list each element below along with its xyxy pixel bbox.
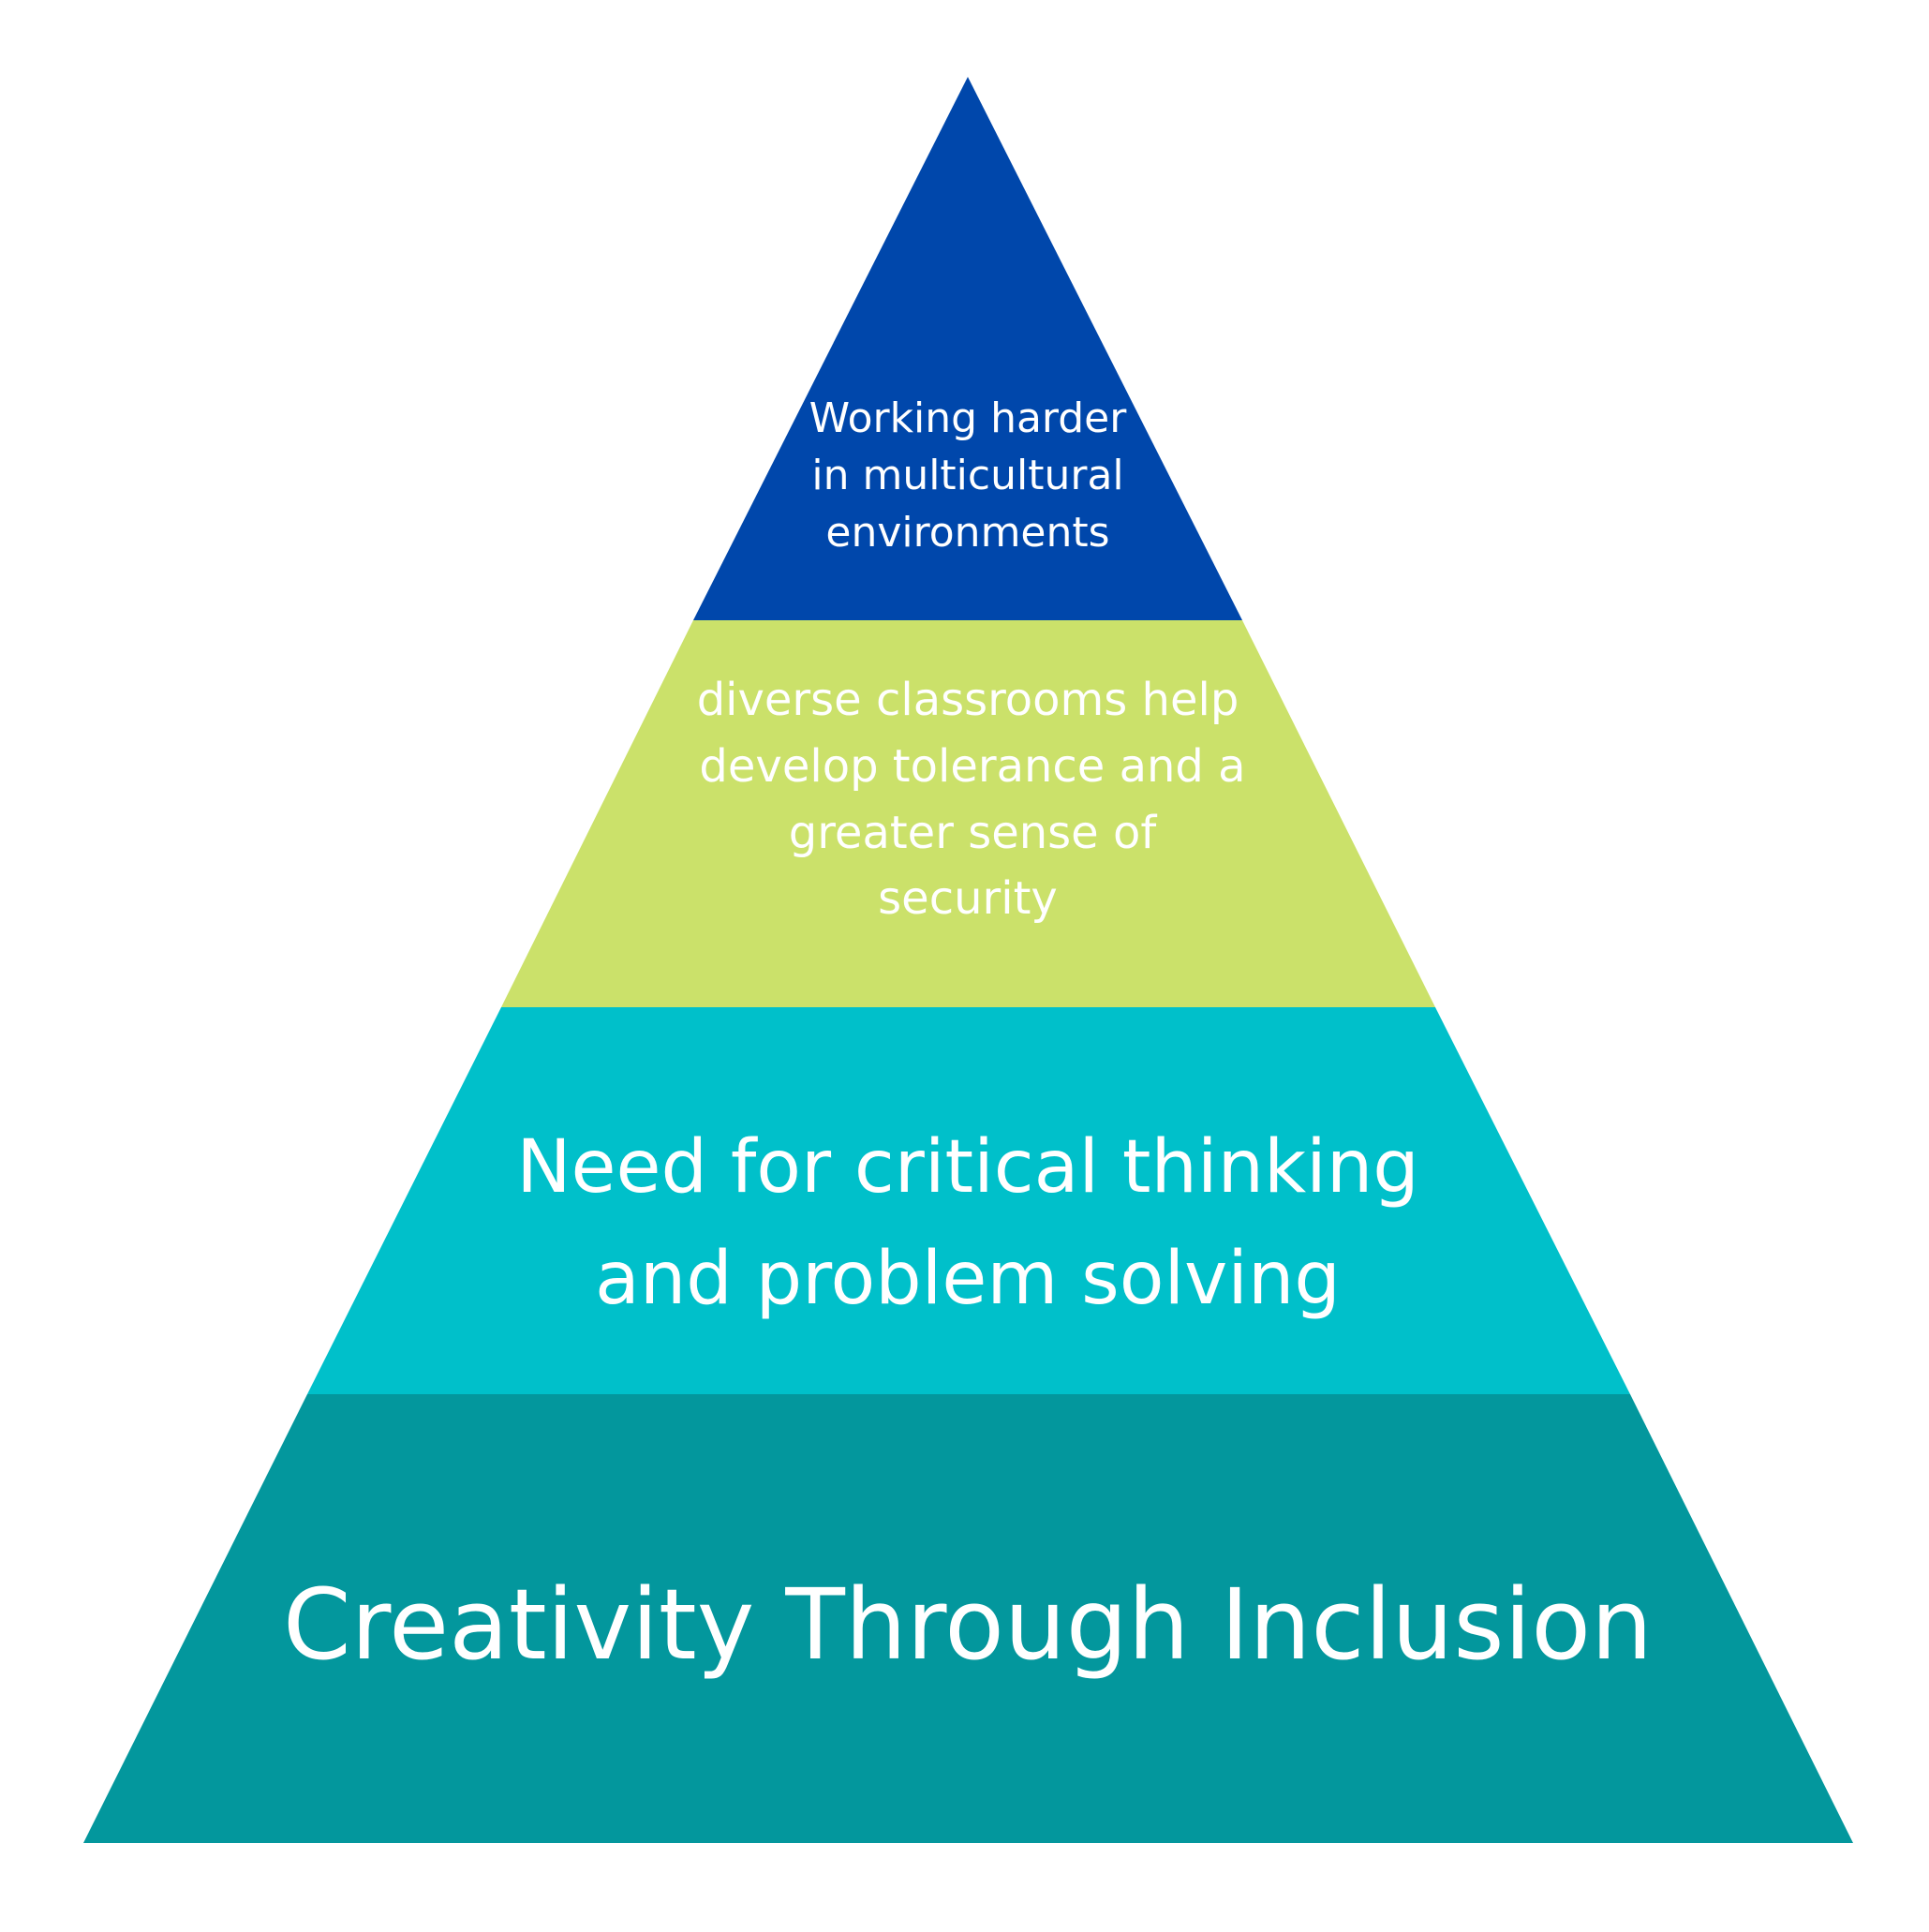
upper-middle-line-2: develop tolerance and a xyxy=(699,740,1245,793)
upper-middle-line-3: greater sense of xyxy=(789,807,1158,859)
pyramid-layer-base xyxy=(83,1394,1853,1843)
top-layer-line-3: environments xyxy=(825,509,1109,557)
pyramid-layer-top-text: Working harder in multicultural environm… xyxy=(809,394,1128,557)
pyramid-layer-top xyxy=(693,77,1242,620)
upper-middle-line-4: security xyxy=(878,872,1058,925)
base-layer-line-1: Creativity Through Inclusion xyxy=(283,1568,1653,1682)
top-layer-line-1: Working harder xyxy=(809,394,1128,442)
pyramid-layer-lower-middle xyxy=(307,1007,1630,1394)
pyramid-layer-lower-middle-text: Need for critical thinking and problem s… xyxy=(516,1125,1419,1321)
pyramid-layer-upper-middle xyxy=(501,620,1435,1007)
lower-middle-line-1: Need for critical thinking xyxy=(516,1125,1419,1210)
pyramid-layer-upper-middle-text: diverse classrooms help develop toleranc… xyxy=(697,674,1246,925)
pyramid-layer-base-text: Creativity Through Inclusion xyxy=(283,1568,1653,1682)
lower-middle-line-2: and problem solving xyxy=(595,1237,1341,1321)
top-layer-line-2: in multicultural xyxy=(811,452,1123,499)
upper-middle-line-1: diverse classrooms help xyxy=(697,674,1239,726)
